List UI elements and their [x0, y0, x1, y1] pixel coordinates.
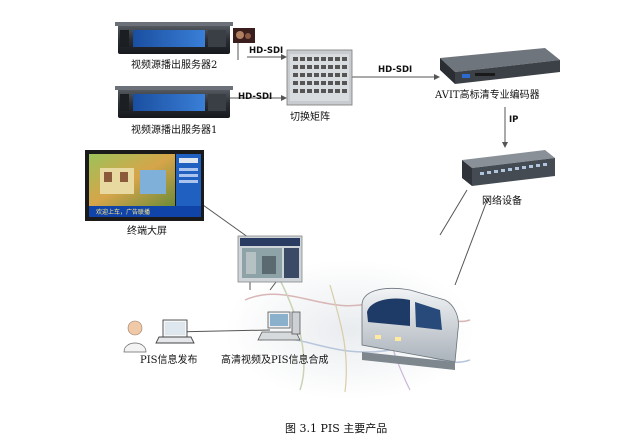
video-server-2-device: [115, 22, 233, 54]
encoder-device: [440, 48, 560, 84]
switch-matrix-device: [287, 50, 352, 105]
operator-person-icon: [124, 321, 146, 352]
hd-sdi-label-bottom: HD-SDI: [238, 92, 272, 102]
switch-matrix-label: 切换矩阵: [290, 108, 330, 123]
hd-sdi-label-top: HD-SDI: [249, 46, 283, 56]
ip-label: IP: [509, 115, 518, 125]
hd-sdi-label-right: HD-SDI: [378, 65, 412, 75]
hd-video-pis-synthesis-label: 高清视频及PIS信息合成: [221, 351, 329, 366]
video-server-1-device: [115, 86, 233, 118]
video-thumbnail: [233, 28, 255, 43]
video-server-1-label: 视频源播出服务器1: [131, 121, 217, 136]
video-server-2-label: 视频源播出服务器2: [131, 56, 217, 71]
network-switch-device: [462, 150, 555, 186]
encoder-label: AVIT高标清专业编码器: [435, 86, 540, 101]
screen-ticker-text: 欢迎上车，广告联播: [96, 207, 150, 216]
terminal-screen-label: 终端大屏: [127, 222, 167, 237]
network-device-label: 网络设备: [482, 192, 522, 207]
pis-publish-label: PIS信息发布: [140, 351, 198, 366]
metro-train-image: [362, 288, 458, 370]
pis-display-device: [238, 236, 302, 282]
